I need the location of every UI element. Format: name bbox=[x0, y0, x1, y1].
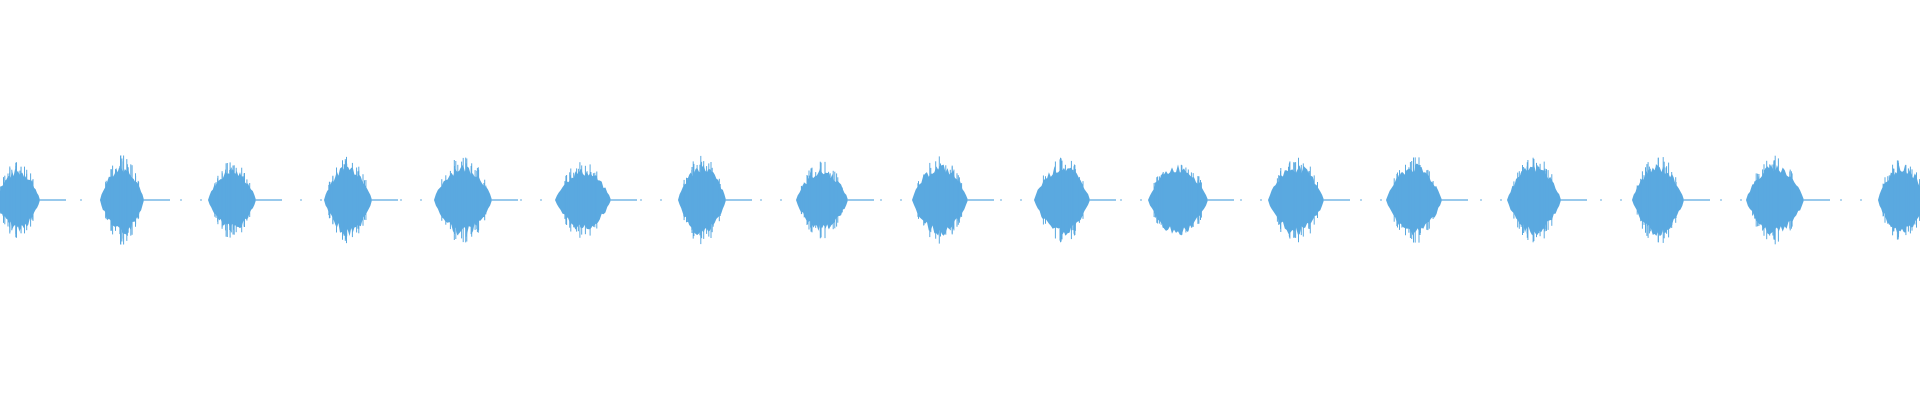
waveform-pulse-envelope bbox=[555, 168, 611, 230]
waveform-pulse bbox=[100, 155, 170, 245]
waveform-pulse bbox=[208, 162, 282, 238]
waveform-pulse bbox=[1148, 164, 1234, 236]
waveform-pulses bbox=[0, 155, 1920, 245]
waveform-pulse bbox=[324, 156, 398, 244]
waveform-pulse bbox=[1507, 157, 1587, 243]
waveform-pulse bbox=[1746, 155, 1830, 245]
waveform-pulse bbox=[1386, 157, 1468, 243]
waveform-pulse bbox=[0, 162, 66, 238]
waveform-pulse bbox=[678, 155, 752, 245]
waveform-pulse bbox=[434, 157, 518, 243]
waveform-pulse bbox=[796, 161, 874, 239]
waveform-pulse bbox=[1878, 160, 1920, 240]
waveform-pulse bbox=[1034, 157, 1116, 243]
waveform-pulse bbox=[912, 156, 994, 244]
waveform-pulse bbox=[1632, 157, 1710, 243]
waveform-pulse bbox=[555, 162, 637, 238]
waveform-pulse bbox=[1268, 157, 1350, 243]
